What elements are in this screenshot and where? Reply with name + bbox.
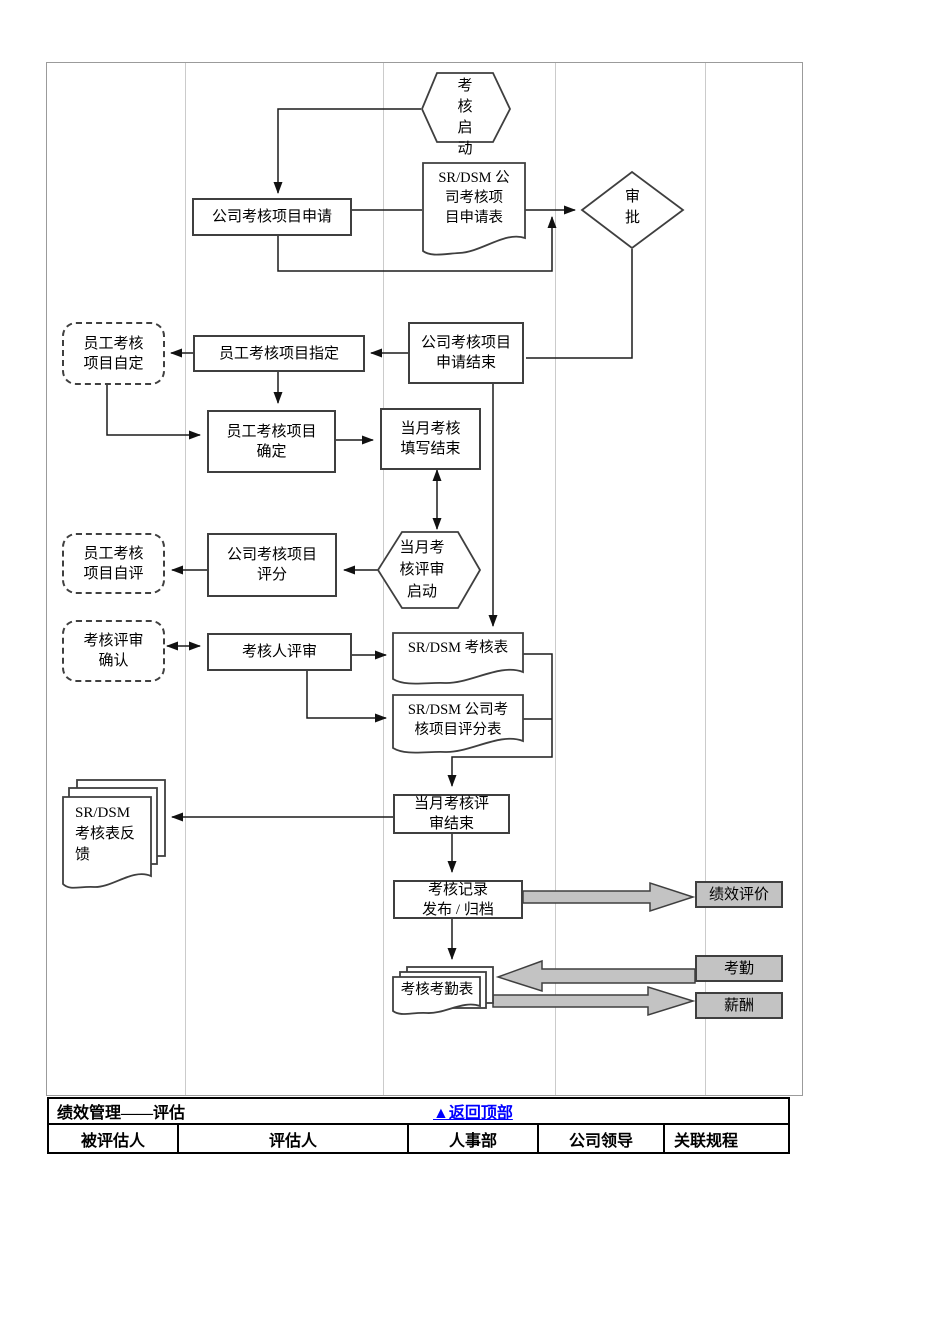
footer-header-row: 被评估人 评估人 人事部 公司领导 关联规程	[49, 1125, 788, 1152]
connector-forms-to-reviewend	[447, 653, 553, 787]
approve-diamond-label: 审 批	[624, 189, 640, 226]
attend-form-label: 考核考勤表	[400, 982, 474, 998]
apply-form-label: SR/DSM 公 司考核项 目申请表	[438, 170, 510, 226]
assess-form-document-shape	[392, 632, 524, 685]
node-project-confirm: 员工考核项目 确定	[207, 410, 336, 473]
connectors	[106, 108, 633, 960]
column-header-evaluated-person: 被评估人	[49, 1125, 179, 1152]
score-form-document-shape	[392, 694, 524, 754]
connector-start-to-apply	[273, 108, 421, 194]
assess-form-label: SR/DSM 考核表	[407, 640, 509, 656]
block-arrow-attendform-to-salary	[492, 985, 696, 1017]
score-form-label: SR/DSM 公司考 核项目评分表	[407, 702, 509, 738]
lane-divider-1	[185, 63, 186, 1095]
node-project-score: 公司考核项目 评分	[207, 533, 337, 597]
node-reviewer-review: 考核人评审	[207, 633, 352, 671]
connector-apply-loop-to-approve	[277, 216, 557, 272]
attendform-document-shape	[392, 976, 481, 1015]
connector-approve-to-applyend	[526, 249, 633, 359]
review-start-hexagon-shape	[376, 531, 482, 609]
node-self-eval: 员工考核 项目自评	[62, 533, 165, 594]
node-review-end: 当月考核评 审结束	[393, 794, 510, 834]
start-hexagon-label: 考 核 启 动	[457, 78, 473, 157]
approve-diamond-shape	[580, 170, 685, 250]
connector-selfdefine-to-confirm	[106, 385, 201, 440]
node-salary: 薪酬	[695, 992, 783, 1019]
start-hexagon-shape	[421, 72, 512, 143]
node-self-define: 员工考核 项目自定	[62, 322, 165, 385]
node-project-assign: 员工考核项目指定	[193, 335, 365, 372]
lane-divider-4	[705, 63, 706, 1095]
column-header-company-leaders: 公司领导	[539, 1125, 665, 1152]
block-arrow-attendance-to-attendform	[495, 959, 696, 993]
apply-form-document-shape	[422, 162, 526, 256]
node-review-confirm: 考核评审 确认	[62, 620, 165, 682]
node-attendance: 考勤	[695, 955, 783, 982]
block-arrows	[492, 881, 696, 1017]
node-apply-end: 公司考核项目 申请结束	[408, 322, 524, 384]
footer-title-row: 绩效管理——评估 ▲返回顶部	[49, 1099, 788, 1125]
footer-title: 绩效管理——评估	[57, 1105, 186, 1122]
connector-reviewer-to-scoreform	[306, 671, 387, 723]
node-company-project-apply: 公司考核项目申请	[192, 198, 352, 236]
column-header-evaluator: 评估人	[179, 1125, 409, 1152]
node-fill-end: 当月考核 填写结束	[380, 408, 481, 470]
feedback-form-label: SR/DSM 考核表反 馈	[75, 805, 136, 863]
block-arrow-publish-to-perfeval	[522, 881, 696, 913]
back-to-top-link[interactable]: ▲返回顶部	[433, 1105, 513, 1122]
node-performance-evaluation: 绩效评价	[695, 881, 783, 908]
review-start-hexagon-label: 当月考 核评审 启动	[399, 540, 445, 600]
footer-table: 绩效管理——评估 ▲返回顶部 被评估人 评估人 人事部 公司领导 关联规程	[47, 1097, 790, 1154]
column-header-hr-department: 人事部	[409, 1125, 539, 1152]
lane-divider-3	[555, 63, 556, 1095]
feedback-document-shape	[62, 796, 152, 889]
node-publish-archive: 考核记录 发布 / 归档	[393, 880, 523, 919]
column-header-related-procedures: 关联规程	[674, 1132, 739, 1150]
